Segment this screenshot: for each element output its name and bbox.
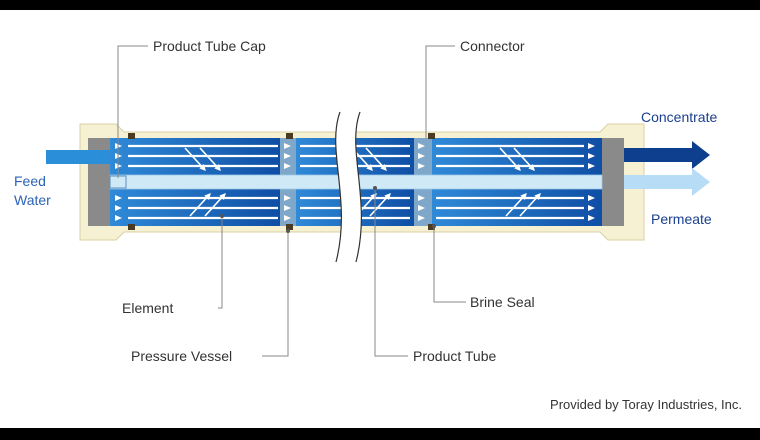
label-feed: Feed [14, 173, 46, 189]
permeate-arrow [624, 168, 710, 196]
feed-water-arrow [46, 150, 110, 164]
leader-dots [220, 186, 436, 233]
label-product-tube: Product Tube [413, 348, 496, 364]
vessel-break-indicator [335, 111, 362, 263]
label-product-tube-cap: Product Tube Cap [153, 38, 266, 54]
label-connector: Connector [460, 38, 525, 54]
label-element: Element [122, 300, 173, 316]
seal-markers [128, 133, 435, 230]
inlet-chevrons [115, 143, 595, 221]
label-permeate: Permeate [651, 211, 712, 227]
label-concentrate: Concentrate [641, 109, 717, 125]
leader-lines [117, 45, 466, 357]
right-end-plug [602, 138, 624, 226]
credit-text: Provided by Toray Industries, Inc. [550, 397, 742, 412]
label-pressure-vessel: Pressure Vessel [131, 348, 232, 364]
concentrate-arrow [624, 141, 710, 169]
label-water: Water [14, 192, 51, 208]
label-brine-seal: Brine Seal [470, 294, 535, 310]
